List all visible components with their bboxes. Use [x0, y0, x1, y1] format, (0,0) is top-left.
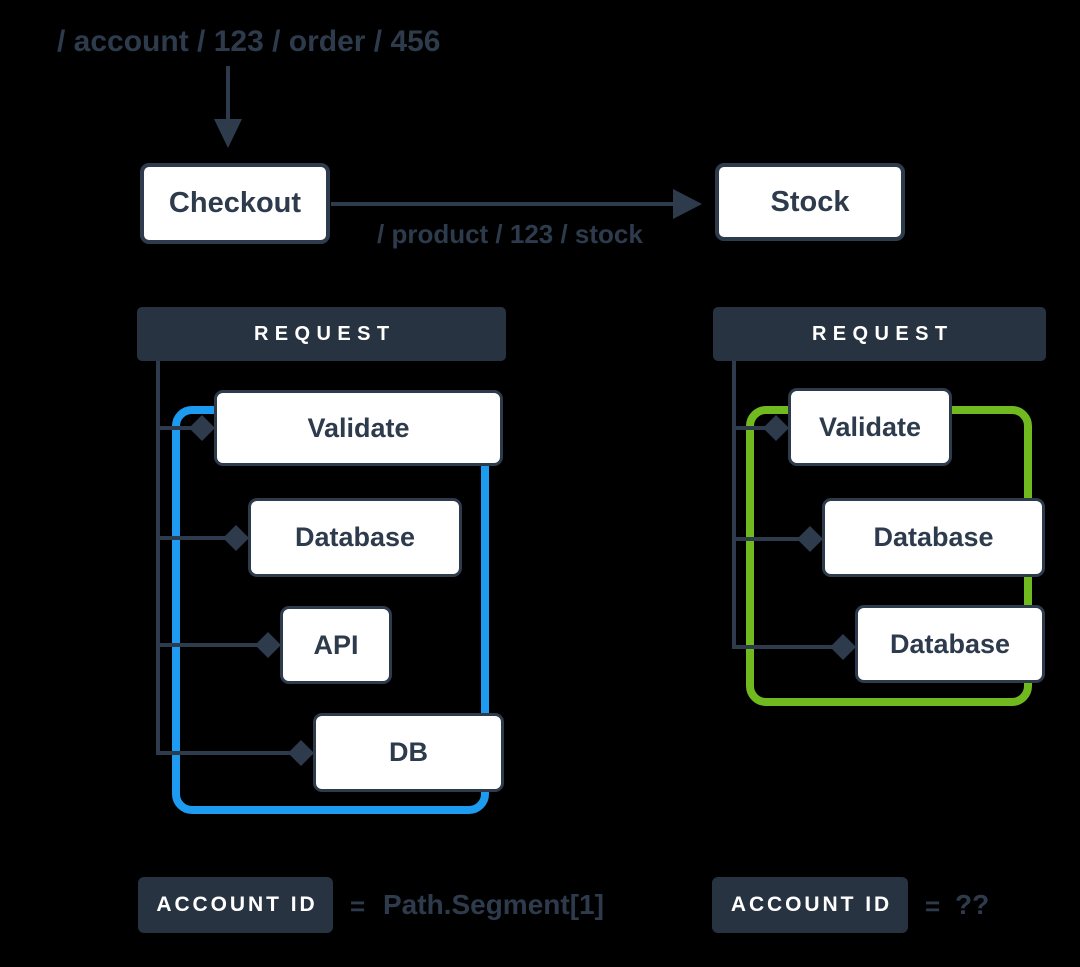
diamond-connector-icon	[223, 525, 249, 551]
left-span-db: DB	[313, 713, 504, 792]
down-arrow-icon	[214, 119, 242, 148]
diamond-connector-icon	[189, 415, 215, 441]
left-span-validate-label: Validate	[307, 412, 410, 443]
right-trace-trunk-line	[732, 358, 843, 649]
stock-service-node: Stock	[715, 163, 905, 241]
incoming-request-path: / account / 123 / order / 456	[57, 25, 441, 58]
diamond-connector-icon	[797, 526, 823, 552]
stock-service-label: Stock	[770, 185, 850, 218]
diamond-connector-icon	[830, 634, 856, 660]
left-request-header-label: REQUEST	[253, 322, 396, 345]
right-span-database-2-label: Database	[889, 628, 1011, 659]
left-trace-trunk-line	[156, 358, 301, 755]
right-arrow-icon	[673, 189, 702, 219]
right-request-header: REQUEST	[713, 307, 1046, 361]
left-span-db-label: DB	[389, 737, 428, 767]
right-account-id-value: ??	[955, 889, 990, 920]
left-request-header: REQUEST	[137, 307, 506, 361]
diamond-connector-icon	[763, 415, 789, 441]
right-span-database-2: Database	[855, 605, 1045, 683]
outgoing-request-path: / product / 123 / stock	[377, 219, 643, 249]
checkout-service-label: Checkout	[168, 187, 302, 219]
right-span-validate-label: Validate	[818, 411, 922, 442]
right-span-validate: Validate	[788, 388, 952, 466]
right-account-id-badge-label: ACCOUNT ID	[730, 893, 893, 916]
left-account-id-badge-label: ACCOUNT ID	[156, 893, 318, 916]
left-account-id-badge: ACCOUNT ID	[138, 877, 333, 933]
left-span-validate: Validate	[214, 390, 503, 466]
left-span-database: Database	[248, 498, 462, 577]
left-span-api-label: API	[313, 629, 359, 660]
right-span-database-1-label: Database	[873, 522, 994, 552]
diamond-connector-icon	[255, 632, 281, 658]
left-span-database-label: Database	[294, 522, 416, 552]
diamond-connector-icon	[288, 740, 314, 766]
left-span-api: API	[280, 606, 392, 684]
right-span-database-1: Database	[822, 498, 1045, 577]
left-equals-sign: =	[350, 891, 366, 921]
right-request-header-label: REQUEST	[811, 322, 954, 345]
checkout-service-node: Checkout	[140, 163, 330, 244]
right-account-id-badge: ACCOUNT ID	[712, 877, 908, 933]
left-account-id-value: Path.Segment[1]	[383, 889, 604, 920]
right-equals-sign: =	[925, 891, 941, 921]
